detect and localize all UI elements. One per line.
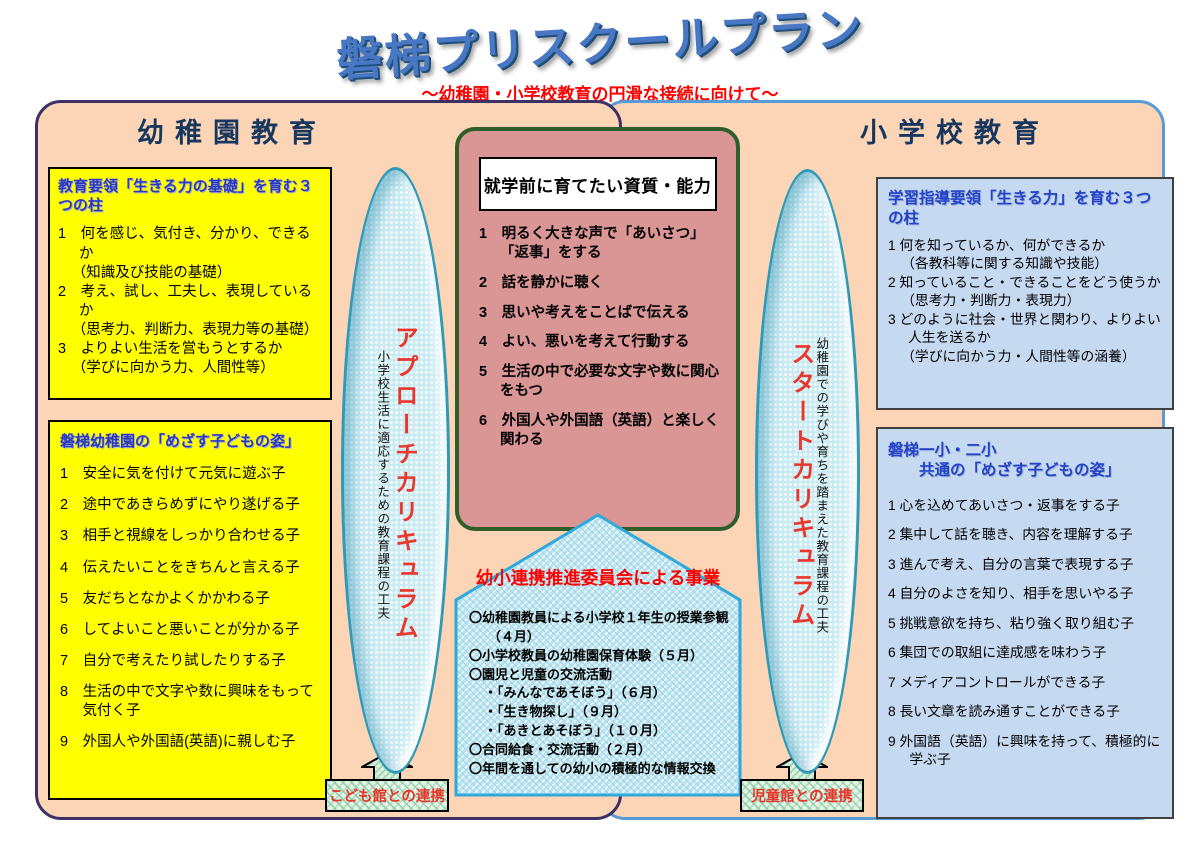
goals-list: 1 安全に気を付けて元気に遊ぶ子 2 途中であきらめずにやり遂げる子 3 相手と視線…: [60, 465, 324, 752]
text-line: ・「生き物探し」（９月）: [483, 704, 627, 720]
curriculum-main-label: スタートカリキュラム: [786, 340, 814, 631]
box-title: 磐梯幼稚園の「めざす子どもの姿」: [60, 433, 301, 450]
text-line: ・「みんなであそぼう」（６月）: [483, 685, 666, 701]
approach-curriculum-ellipse: 小学校生活に適応するための教育課程の工夫 アプローチカリキュラム: [341, 167, 450, 774]
text-line: （学びに向かう力・人間性等の涵養）: [901, 348, 1136, 364]
text-line: 3 進んで考え、自分の言葉で表現する子: [888, 556, 1134, 572]
text-line: 8 長い文章を読み通すことができる子: [888, 704, 1120, 720]
box-title: 学習指導要領「生きる力」を育む３つの柱: [888, 190, 1152, 227]
text-line: 1 何を知っているか、何ができるか: [888, 237, 1106, 253]
pillars-list: 1 何を知っているか、何ができるか （各教科等に関する知識や技能） 2 知っているこ…: [888, 237, 1164, 366]
text-line: 3 どのように社会・世界と関わり、よりよい人生を送るか: [888, 311, 1161, 346]
text-line: 5 挑戦意欲を持ち、粘り強く取り組む子: [888, 615, 1135, 631]
text-line: 4 伝えたいことをきちんと言える子: [60, 559, 300, 576]
text-line: 1 安全に気を付けて元気に遊ぶ子: [60, 466, 286, 483]
committee-title: 幼小連携推進委員会による事業: [475, 568, 721, 588]
text-line: 5 生活の中で必要な文字や数に関心をもつ: [479, 364, 720, 400]
page-subtitle: ～幼稚園・小学校教育の円滑な接続に向けて～: [421, 85, 779, 104]
up-arrow-shape: [454, 513, 742, 797]
text-line: 2 考え、試し、工夫し、表現しているか: [58, 283, 313, 319]
text-line: 3 よりよい生活を営もうとするか: [58, 341, 283, 358]
text-line: 〇年間を通しての幼小の積極的な情報交換: [469, 760, 716, 776]
elementary-header: 小学校教育: [860, 118, 1050, 148]
connector-label: 児童館との連携: [740, 779, 864, 812]
qualities-title: 就学前に育てたい資質・能力: [478, 157, 717, 211]
text-line: 〇幼稚園教員による小学校１年生の授業参観（４月）: [469, 610, 729, 644]
text-line: 2 話を静かに聴く: [479, 274, 604, 291]
text-line: 3 相手と視線をしっかり合わせる子: [60, 528, 301, 545]
box-title: 教育要領「生きる力の基礎」を育む３つの柱: [58, 178, 313, 215]
text-line: 2 途中であきらめずにやり遂げる子: [60, 497, 300, 514]
text-line: 3 思いや考えをことばで伝える: [479, 304, 690, 321]
curriculum-sub-label: 小学校生活に適応するための教育課程の工夫: [375, 349, 390, 620]
text-line: （学びに向かう力、人間性等）: [71, 360, 275, 377]
connector-label: こども館との連携: [325, 779, 449, 812]
qualities-list: 1 明るく大きな声で「あいさつ」「返事」をする 2 話を静かに聴く 3 思いや考えを…: [479, 225, 720, 450]
start-curriculum-ellipse: スタートカリキュラム 幼稚園での学びや育ちを踏まえた教育課程の工夫: [755, 169, 860, 774]
text-line: 〇合同給食・交流活動（２月）: [469, 741, 652, 757]
text-line: 1 何を感じ、気付き、分かり、できるか: [58, 226, 311, 262]
text-line: 〇小学校教員の幼稚園保育体験（５月）: [469, 647, 704, 663]
text-line: 1 心を込めてあいさつ・返事をする子: [888, 497, 1120, 513]
text-line: 〇園児と児童の交流活動: [469, 666, 613, 682]
curriculum-sub-label: 幼稚園での学びや育ちを踏まえた教育課程の工夫: [814, 337, 829, 634]
committee-arrow-box: 幼小連携推進委員会による事業 〇幼稚園教員による小学校１年生の授業参観（４月）〇…: [454, 513, 742, 797]
vertical-text-group: 小学校生活に適応するための教育課程の工夫 アプローチカリキュラム: [375, 325, 418, 644]
text-line: 9 外国人や外国語(英語)に親しむ子: [60, 734, 296, 751]
pillars-list: 1 何を感じ、気付き、分かり、できるか （知識及び技能の基礎） 2 考え、試し、工夫…: [58, 225, 324, 378]
text-line: 1 明るく大きな声で「あいさつ」「返事」をする: [479, 226, 705, 261]
box-title: 磐梯一小・二小 共通の「めざす子どもの姿」: [888, 441, 1164, 481]
kindergarten-header: 幼稚園教育: [137, 118, 327, 148]
kindergarten-goals-box: 磐梯幼稚園の「めざす子どもの姿」 1 安全に気を付けて元気に遊ぶ子 2 途中であき…: [48, 420, 332, 800]
text-line: （各教科等に関する知識や技能）: [901, 256, 1109, 272]
text-line: （思考力・判断力・表現力）: [901, 293, 1081, 309]
box-title-line2: 共通の「めざす子どもの姿」: [919, 461, 1121, 479]
box-title-line1: 磐梯一小・二小: [888, 442, 997, 459]
text-line: 7 自分で考えたり試したりする子: [60, 652, 286, 669]
vertical-text-group: スタートカリキュラム 幼稚園での学びや育ちを踏まえた教育課程の工夫: [786, 337, 829, 634]
goals-list: 1 心を込めてあいさつ・返事をする子 2 集中して話を聴き、内容を理解する子 3 進…: [888, 497, 1164, 770]
text-line: 4 よい、悪いを考えて行動する: [479, 334, 690, 351]
text-line: 7 メディアコントロールができる子: [888, 674, 1106, 690]
text-line: 5 友だちとなかよくかかわる子: [60, 590, 270, 607]
preschool-qualities-box: 就学前に育てたい資質・能力 1 明るく大きな声で「あいさつ」「返事」をする 2 話…: [455, 127, 740, 531]
text-line: 2 知っていること・できることをどう使うか: [888, 274, 1161, 290]
text-line: ・「あきとあそぼう」（１０月）: [483, 723, 666, 739]
text-line: 8 生活の中で文字や数に興味をもって気付く子: [60, 684, 314, 720]
elementary-goals-box: 磐梯一小・二小 共通の「めざす子どもの姿」 1 心を込めてあいさつ・返事をする子…: [876, 427, 1174, 819]
kindergarten-pillars-box: 教育要領「生きる力の基礎」を育む３つの柱 1 何を感じ、気付き、分かり、できるか…: [48, 167, 332, 400]
elementary-pillars-box: 学習指導要領「生きる力」を育む３つの柱 1 何を知っているか、何ができるか （各教…: [876, 177, 1174, 410]
text-line: 6 外国人や外国語（英語）と楽しく関わる: [479, 412, 720, 448]
curriculum-main-label: アプローチカリキュラム: [390, 325, 418, 644]
text-line: （思考力、判断力、表現力等の基礎）: [71, 322, 319, 338]
text-line: 6 集団での取組に達成感を味わう子: [888, 645, 1107, 661]
text-line: （知識及び技能の基礎）: [71, 264, 232, 281]
text-line: 4 自分のよさを知り、相手を思いやる子: [888, 586, 1134, 602]
text-line: 6 してよいこと悪いことが分かる子: [60, 621, 300, 638]
committee-list: 〇幼稚園教員による小学校１年生の授業参観（４月） 〇小学校教員の幼稚園保育体験（５…: [469, 609, 730, 779]
text-line: 9 外国語（英語）に興味を持って、積極的に学ぶ子: [888, 733, 1161, 768]
text-line: 2 集中して話を聴き、内容を理解する子: [888, 527, 1133, 543]
